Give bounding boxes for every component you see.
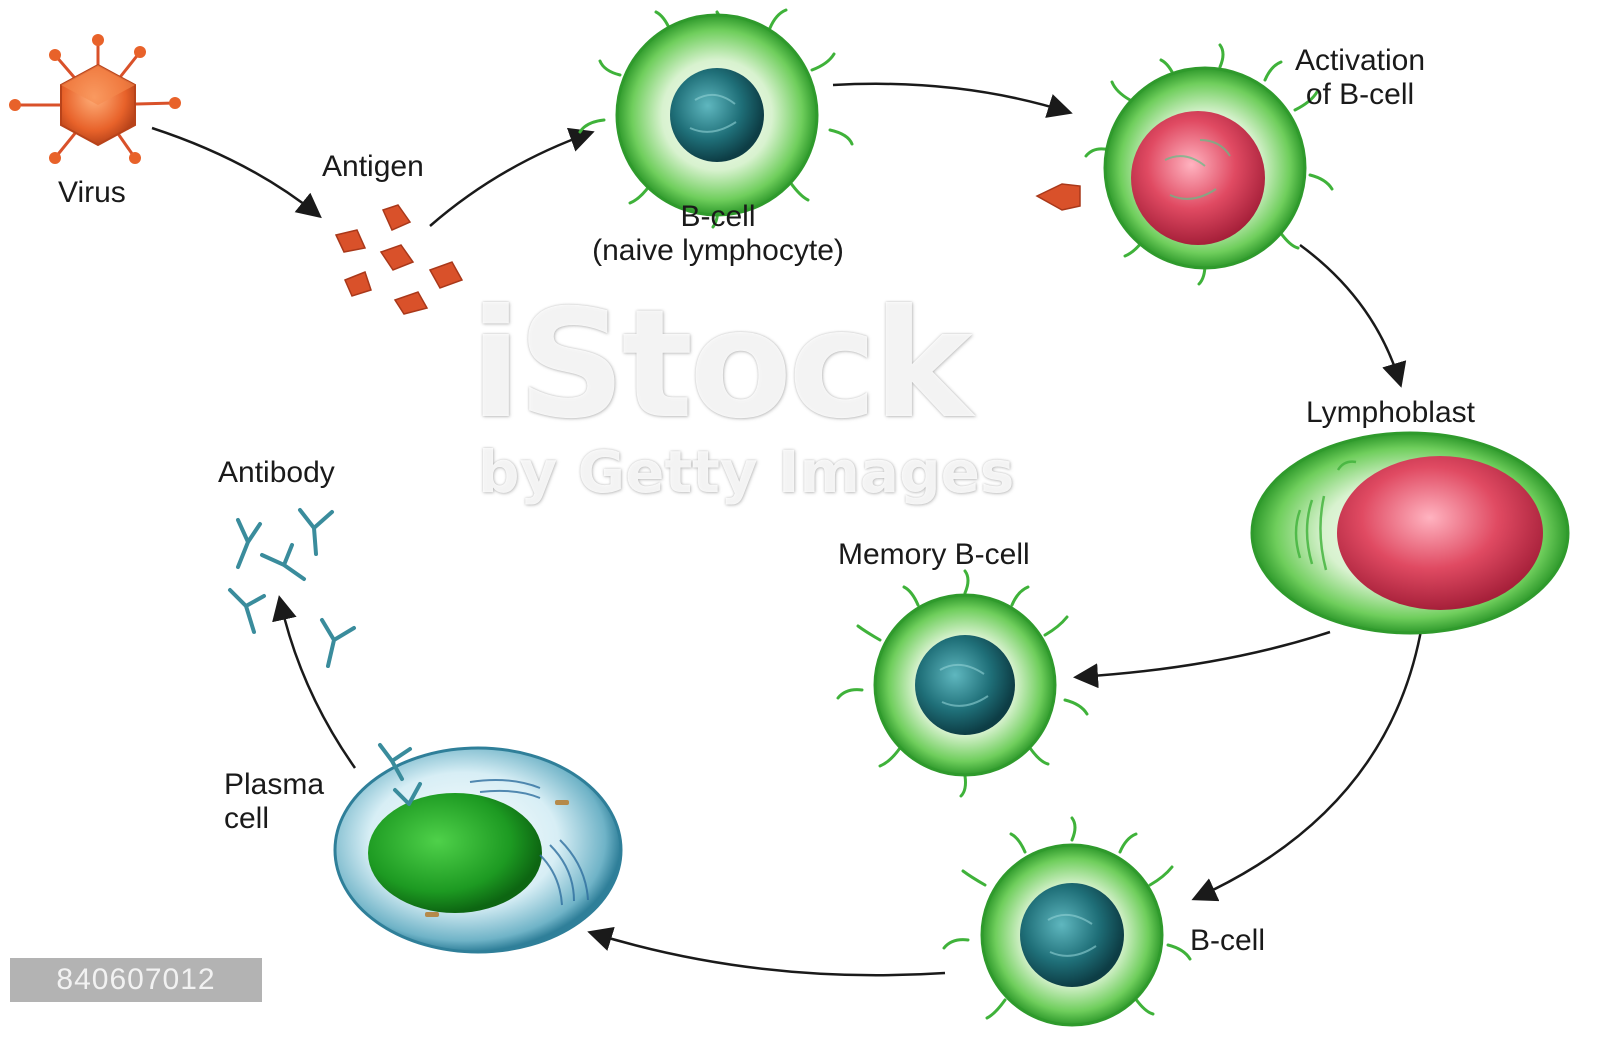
label-b-cell: B-cell <box>1190 924 1265 958</box>
label-virus: Virus <box>58 176 126 210</box>
label-memory-b-cell: Memory B-cell <box>838 538 1030 572</box>
lymphoblast-icon <box>1252 433 1568 633</box>
watermark-main: iStock <box>470 285 969 445</box>
naive-b-cell-icon <box>580 10 852 227</box>
label-naive-b-cell-line1: B-cell <box>568 200 868 234</box>
label-naive-b-cell-line2: (naive lymphocyte) <box>558 234 878 268</box>
antigen-fragments-icon <box>336 205 462 314</box>
label-plasma-line1: Plasma <box>224 768 324 802</box>
virus-icon <box>9 34 181 164</box>
label-antibody: Antibody <box>218 456 335 490</box>
label-lymphoblast: Lymphoblast <box>1306 396 1475 430</box>
watermark-sub: by Getty Images <box>478 440 1014 504</box>
label-antigen: Antigen <box>322 150 424 184</box>
stock-id-badge: 840607012 <box>10 958 262 1002</box>
label-activation-line1: Activation <box>1260 44 1460 78</box>
b-cell-icon <box>944 818 1190 1025</box>
memory-b-cell-icon <box>838 571 1087 796</box>
label-activation-line2: of B-cell <box>1260 78 1460 112</box>
label-plasma-line2: cell <box>224 802 269 836</box>
plasma-cell-icon <box>335 748 621 952</box>
antibodies-icon <box>230 510 420 804</box>
